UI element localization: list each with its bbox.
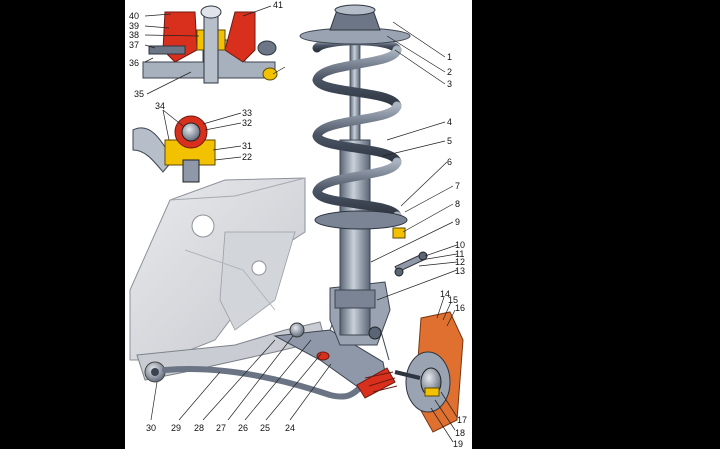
callout-15: 15	[448, 295, 458, 305]
stabilizer-link-bolt	[394, 251, 428, 277]
inset-ball-joint	[132, 115, 216, 183]
callout-17: 17	[457, 415, 467, 425]
callout-27: 27	[216, 423, 226, 433]
wheel-hub-assembly	[394, 311, 464, 433]
callout-35: 35	[134, 89, 144, 99]
callout-41: 41	[273, 0, 283, 10]
callout-30: 30	[146, 423, 156, 433]
callout-10: 10	[455, 240, 465, 250]
suspension-diagram: 1 2 3 4 5 6 7 8 9 10 11 12 13 14 15 16 1…	[129, 0, 467, 449]
leader-lines-bottom	[150, 335, 332, 421]
callout-2: 2	[447, 67, 452, 77]
leader-lines-right	[370, 21, 458, 443]
leader-lines-insets	[144, 5, 286, 161]
callout-16: 16	[455, 303, 465, 313]
callout-1: 1	[447, 52, 452, 62]
callout-4: 4	[447, 117, 452, 127]
callout-13: 13	[455, 266, 465, 276]
callout-labels: 1 2 3 4 5 6 7 8 9 10 11 12 13 14 15 16 1…	[129, 0, 467, 449]
cv-joint-boot	[356, 367, 398, 399]
callout-19: 19	[453, 439, 463, 449]
callout-9: 9	[455, 217, 460, 227]
upper-spring-seat	[299, 4, 411, 45]
callout-39: 39	[129, 21, 139, 31]
callout-36: 36	[129, 58, 139, 68]
callout-29: 29	[171, 423, 181, 433]
callout-11: 11	[455, 249, 464, 259]
callout-3: 3	[447, 79, 452, 89]
inset-upper-mount	[142, 5, 278, 84]
callout-34: 34	[155, 101, 165, 111]
callout-22: 22	[242, 152, 252, 162]
callout-18: 18	[455, 428, 465, 438]
body-inner-wing	[129, 177, 306, 361]
callout-40: 40	[129, 11, 139, 21]
callout-32: 32	[242, 118, 252, 128]
callout-25: 25	[260, 423, 270, 433]
callout-8: 8	[455, 199, 460, 209]
callout-37: 37	[129, 40, 139, 50]
callout-6: 6	[447, 157, 452, 167]
callout-28: 28	[194, 423, 204, 433]
lower-spring-seat	[314, 210, 408, 230]
callout-38: 38	[129, 30, 139, 40]
callout-7: 7	[455, 181, 460, 191]
lower-arm-bushing	[316, 351, 330, 361]
callout-33: 33	[242, 108, 252, 118]
anti-roll-bar	[162, 366, 366, 400]
callout-31: 31	[242, 141, 252, 151]
diagram-panel: 1 2 3 4 5 6 7 8 9 10 11 12 13 14 15 16 1…	[125, 0, 472, 449]
callout-12: 12	[455, 257, 465, 267]
callout-14: 14	[440, 289, 450, 299]
callout-26: 26	[238, 423, 248, 433]
spring-seat-bracket	[392, 227, 406, 239]
callout-24: 24	[285, 423, 295, 433]
callout-5: 5	[447, 136, 452, 146]
